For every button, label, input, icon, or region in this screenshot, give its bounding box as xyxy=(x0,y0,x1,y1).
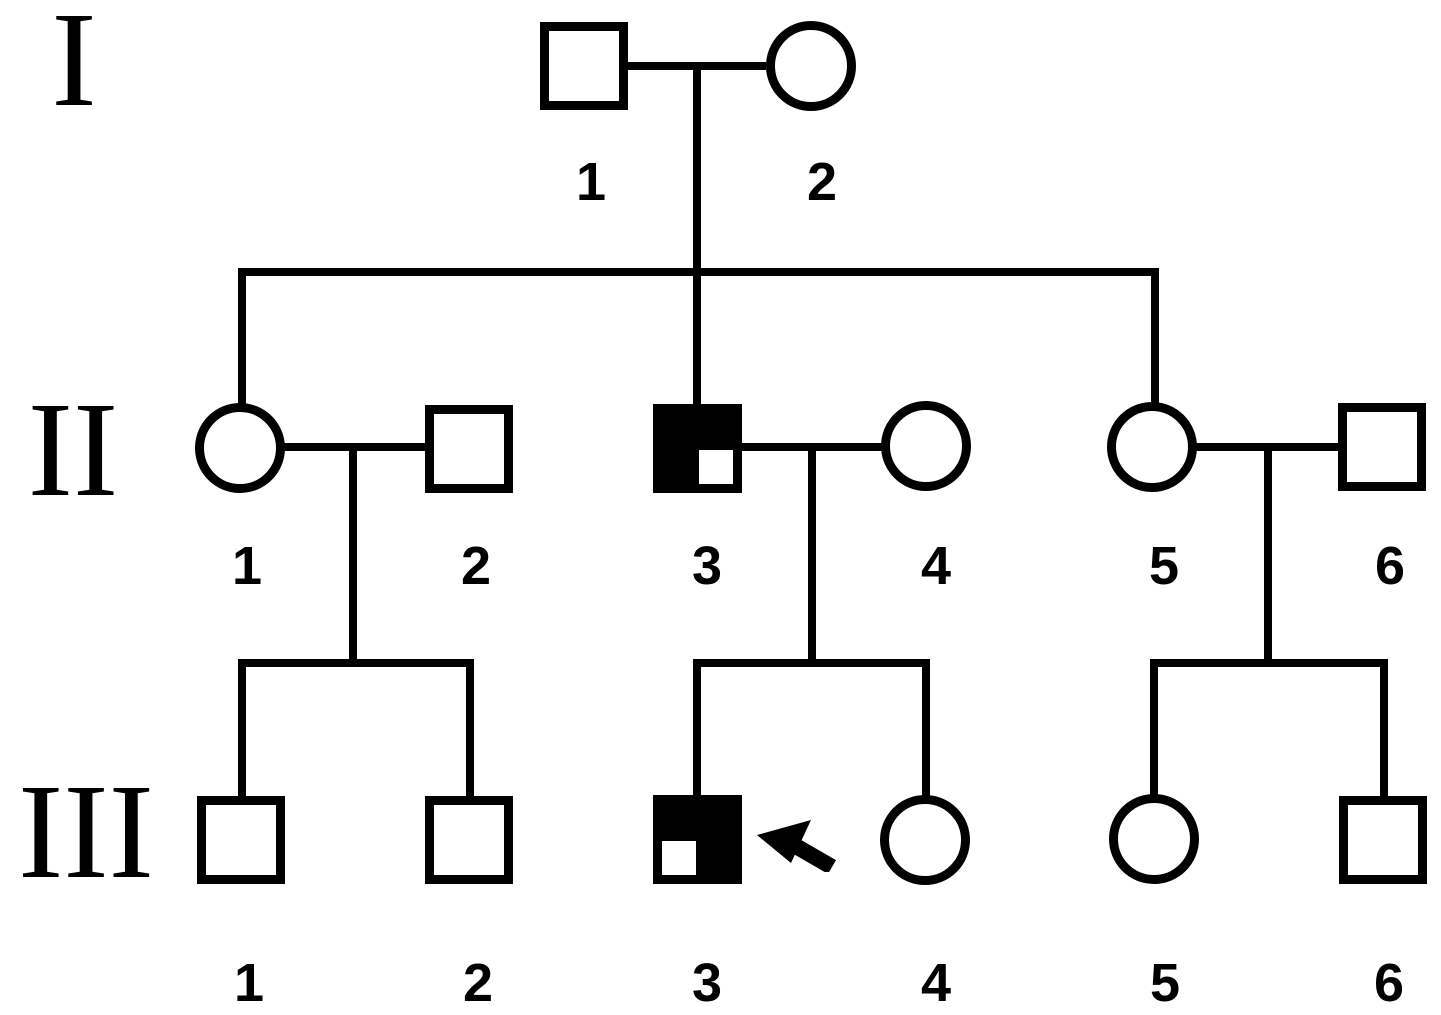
person-III3-unshaded-quadrant xyxy=(662,841,696,875)
descent-line-to-III2 xyxy=(466,659,474,800)
person-I1-male-symbol xyxy=(540,22,628,110)
sibship-line-family-middle xyxy=(693,659,930,667)
person-II5-female-symbol xyxy=(1107,402,1197,492)
sibship-line-family-left xyxy=(238,659,474,667)
descent-line-to-III3 xyxy=(693,659,701,799)
descent-line-II5-II6 xyxy=(1264,443,1272,667)
descent-line-II1-II2 xyxy=(349,443,357,667)
person-II4-number: 4 xyxy=(920,536,952,596)
descent-line-to-III1 xyxy=(238,659,246,800)
generation-label-III: III xyxy=(18,757,154,907)
proband-arrow-icon xyxy=(757,820,837,872)
descent-line-II3-II4 xyxy=(808,443,816,667)
person-III4-number: 4 xyxy=(920,953,952,1013)
person-III1-male-symbol xyxy=(197,796,285,884)
person-I2-number: 2 xyxy=(806,152,838,212)
person-III2-number: 2 xyxy=(462,953,494,1013)
descent-line-to-II1 xyxy=(238,268,246,408)
generation-label-I: I xyxy=(51,0,97,135)
person-II1-number: 1 xyxy=(231,536,263,596)
generation-label-II: II xyxy=(27,375,119,525)
person-II3-affected-male-symbol xyxy=(653,404,742,493)
person-I1-number: 1 xyxy=(575,152,607,212)
person-I2-female-symbol xyxy=(766,21,856,111)
person-II1-female-symbol xyxy=(195,403,285,493)
person-III6-number: 6 xyxy=(1373,953,1405,1013)
person-III2-male-symbol xyxy=(425,796,513,884)
person-II5-number: 5 xyxy=(1148,536,1180,596)
person-II4-female-symbol xyxy=(881,401,971,491)
descent-line-to-III6 xyxy=(1380,659,1388,799)
person-II3-unshaded-quadrant xyxy=(699,450,733,484)
person-III5-female-symbol xyxy=(1109,794,1199,884)
person-III3-number: 3 xyxy=(691,953,723,1013)
person-II3-number: 3 xyxy=(691,536,723,596)
descent-line-to-II5 xyxy=(1151,268,1159,408)
person-II6-number: 6 xyxy=(1374,536,1406,596)
person-III3-affected-male-symbol xyxy=(653,795,742,884)
person-III6-male-symbol xyxy=(1339,796,1427,884)
sibship-line-family-right xyxy=(1150,659,1388,667)
person-III1-number: 1 xyxy=(233,953,265,1013)
sibship-line-generation-II xyxy=(238,268,1159,276)
person-II2-male-symbol xyxy=(425,405,513,493)
descent-line-to-III5 xyxy=(1150,659,1158,799)
person-III4-female-symbol xyxy=(880,795,970,885)
person-II2-number: 2 xyxy=(460,536,492,596)
descent-line-I-to-II3 xyxy=(693,62,701,408)
person-II6-male-symbol xyxy=(1338,403,1426,491)
person-III5-number: 5 xyxy=(1149,953,1181,1013)
descent-line-to-III4 xyxy=(922,659,930,799)
